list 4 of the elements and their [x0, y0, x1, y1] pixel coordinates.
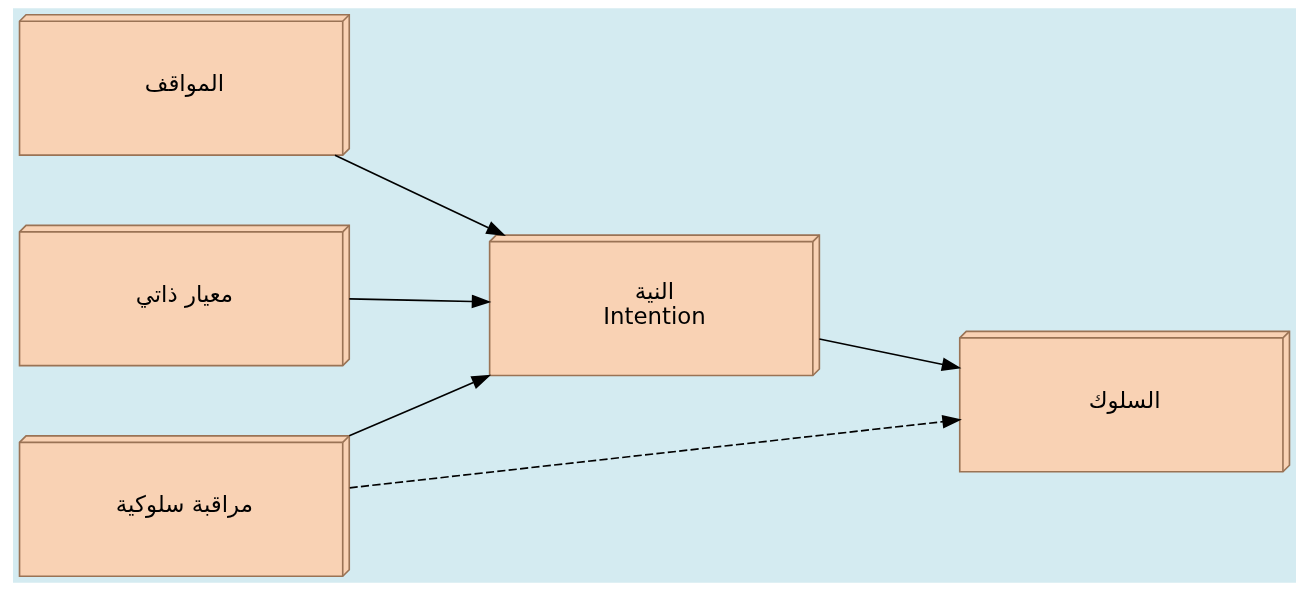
arrow	[348, 414, 962, 489]
arrow	[348, 374, 492, 437]
arrow	[348, 294, 492, 309]
arrow	[818, 338, 962, 371]
